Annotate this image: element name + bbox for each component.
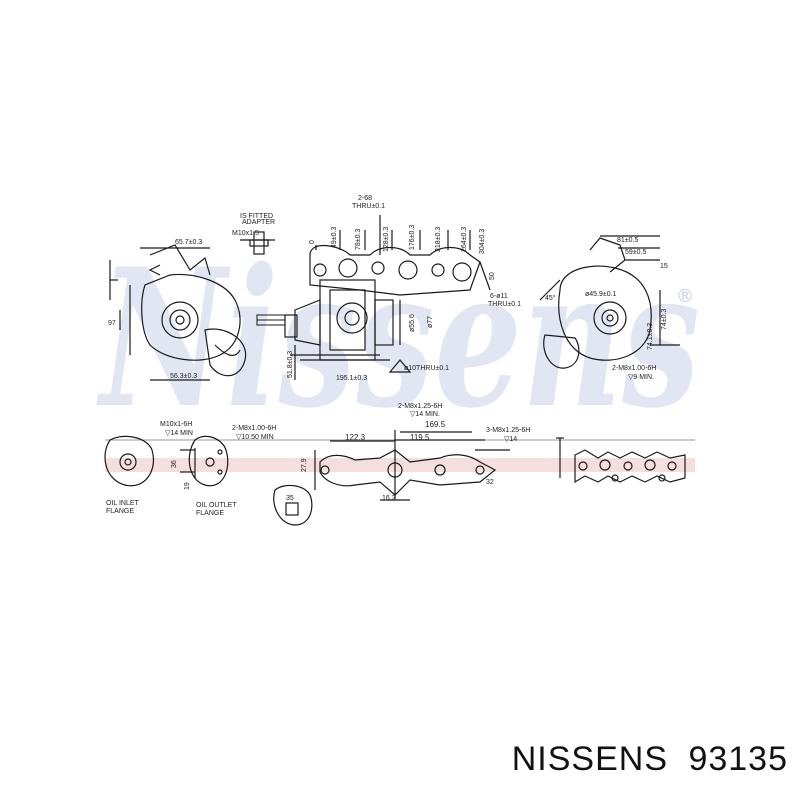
dim-119-5: 119.5 bbox=[410, 433, 430, 442]
dim-thru: THRU±0.1 bbox=[352, 203, 385, 210]
dim-45deg: 45° bbox=[545, 294, 556, 302]
part-caption: NISSENS 93135 bbox=[512, 740, 788, 790]
flow-arrow-detail bbox=[256, 314, 286, 326]
dim-97: 97 bbox=[108, 320, 116, 327]
dim-218: 218±0.3 bbox=[435, 227, 442, 252]
dim-m8-right: 2-M8x1.00-6H bbox=[612, 365, 656, 372]
dim-195-1: 195.1±0.3 bbox=[336, 375, 367, 382]
dim-15: 15 bbox=[660, 263, 668, 270]
dim-264: 264±0.3 bbox=[461, 227, 468, 252]
dim-10thru: ø10THRU±0.1 bbox=[404, 365, 449, 372]
center-manifold-view bbox=[284, 215, 491, 380]
dim-50: 50 bbox=[489, 272, 496, 280]
dim-m10x1-5: M10x1.5 bbox=[232, 230, 259, 237]
dim-27-9: 27.9 bbox=[301, 458, 308, 472]
dim-14min2: ▽14 MIN. bbox=[410, 411, 440, 418]
right-turbo-view bbox=[539, 235, 680, 369]
dim-14: ▽14 bbox=[504, 436, 517, 443]
dim-10-50: ▽10.50 MIN bbox=[236, 434, 274, 441]
oil-outlet-label-2: FLANGE bbox=[196, 510, 224, 517]
dim-m8-125: 2-M8x1.25-6H bbox=[398, 403, 442, 410]
oil-inlet-label: OIL INLET bbox=[106, 500, 140, 507]
dim-2-68: 2-68 bbox=[358, 195, 372, 202]
dim-56-3: 56.3±0.3 bbox=[170, 373, 197, 380]
dim-thru2: THRU±0.1 bbox=[488, 301, 521, 308]
dim-51-8: 51.8±0.3 bbox=[287, 351, 294, 378]
dim-m10x1-6h: M10x1-6H bbox=[160, 421, 192, 428]
watermark-text: Nissens bbox=[96, 227, 700, 450]
oil-flanges bbox=[104, 435, 313, 526]
dim-304: 304±0.3 bbox=[479, 229, 486, 254]
oil-inlet-label-2: FLANGE bbox=[106, 508, 134, 515]
dim-128: 128±0.3 bbox=[383, 227, 390, 252]
dim-169-5: 169.5 bbox=[425, 420, 446, 429]
dim-74: 74±0.3 bbox=[661, 309, 668, 330]
dim-77: ø77 bbox=[427, 316, 434, 328]
dim-9min: ▽9 MIN. bbox=[628, 374, 654, 381]
left-turbo-view bbox=[109, 231, 275, 381]
dim-35: 35 bbox=[286, 495, 294, 502]
dim-81: 81±0.5 bbox=[617, 237, 638, 244]
dim-36: 36 bbox=[171, 460, 178, 468]
flange-detail-view bbox=[556, 437, 686, 484]
dim-19: 19 bbox=[184, 482, 191, 490]
part-number: 93135 bbox=[688, 740, 788, 778]
dim-74-1: 74.1±0.3 bbox=[647, 323, 654, 350]
oil-outlet-label: OIL OUTLET bbox=[196, 502, 237, 509]
dim-6-11: 6-ø11 bbox=[490, 293, 508, 300]
dim-59: 59±0.5 bbox=[625, 249, 646, 256]
dim-adapter: ADAPTER bbox=[242, 219, 275, 226]
dim-176: 176±0.3 bbox=[409, 225, 416, 250]
dim-16-2: 16.2 bbox=[382, 495, 396, 502]
manifold-side-view bbox=[314, 430, 510, 501]
dim-49: 49±0.3 bbox=[331, 227, 338, 248]
dim-32: 32 bbox=[486, 479, 494, 486]
dim-m8-125b: 3-M8x1.25-6H bbox=[486, 427, 530, 434]
dim-fitted: IS FITTED bbox=[240, 213, 273, 220]
dim-14min: ▽14 MIN bbox=[165, 430, 193, 437]
registered-mark: ® bbox=[676, 286, 694, 307]
dim-78: 78±0.3 bbox=[355, 229, 362, 250]
dim-0: 0 bbox=[309, 240, 316, 244]
dim-65-7: 65.7±0.3 bbox=[175, 239, 202, 246]
dim-122-3: 122.3 bbox=[345, 433, 366, 442]
dim-55-6: ø55.6 bbox=[409, 314, 416, 332]
brand-name: NISSENS bbox=[511, 740, 668, 778]
dim-45-9: ø45.9±0.1 bbox=[585, 291, 617, 298]
watermark: Nissens ® bbox=[96, 227, 700, 450]
dim-m8-100: 2-M8x1.00-6H bbox=[232, 425, 276, 432]
